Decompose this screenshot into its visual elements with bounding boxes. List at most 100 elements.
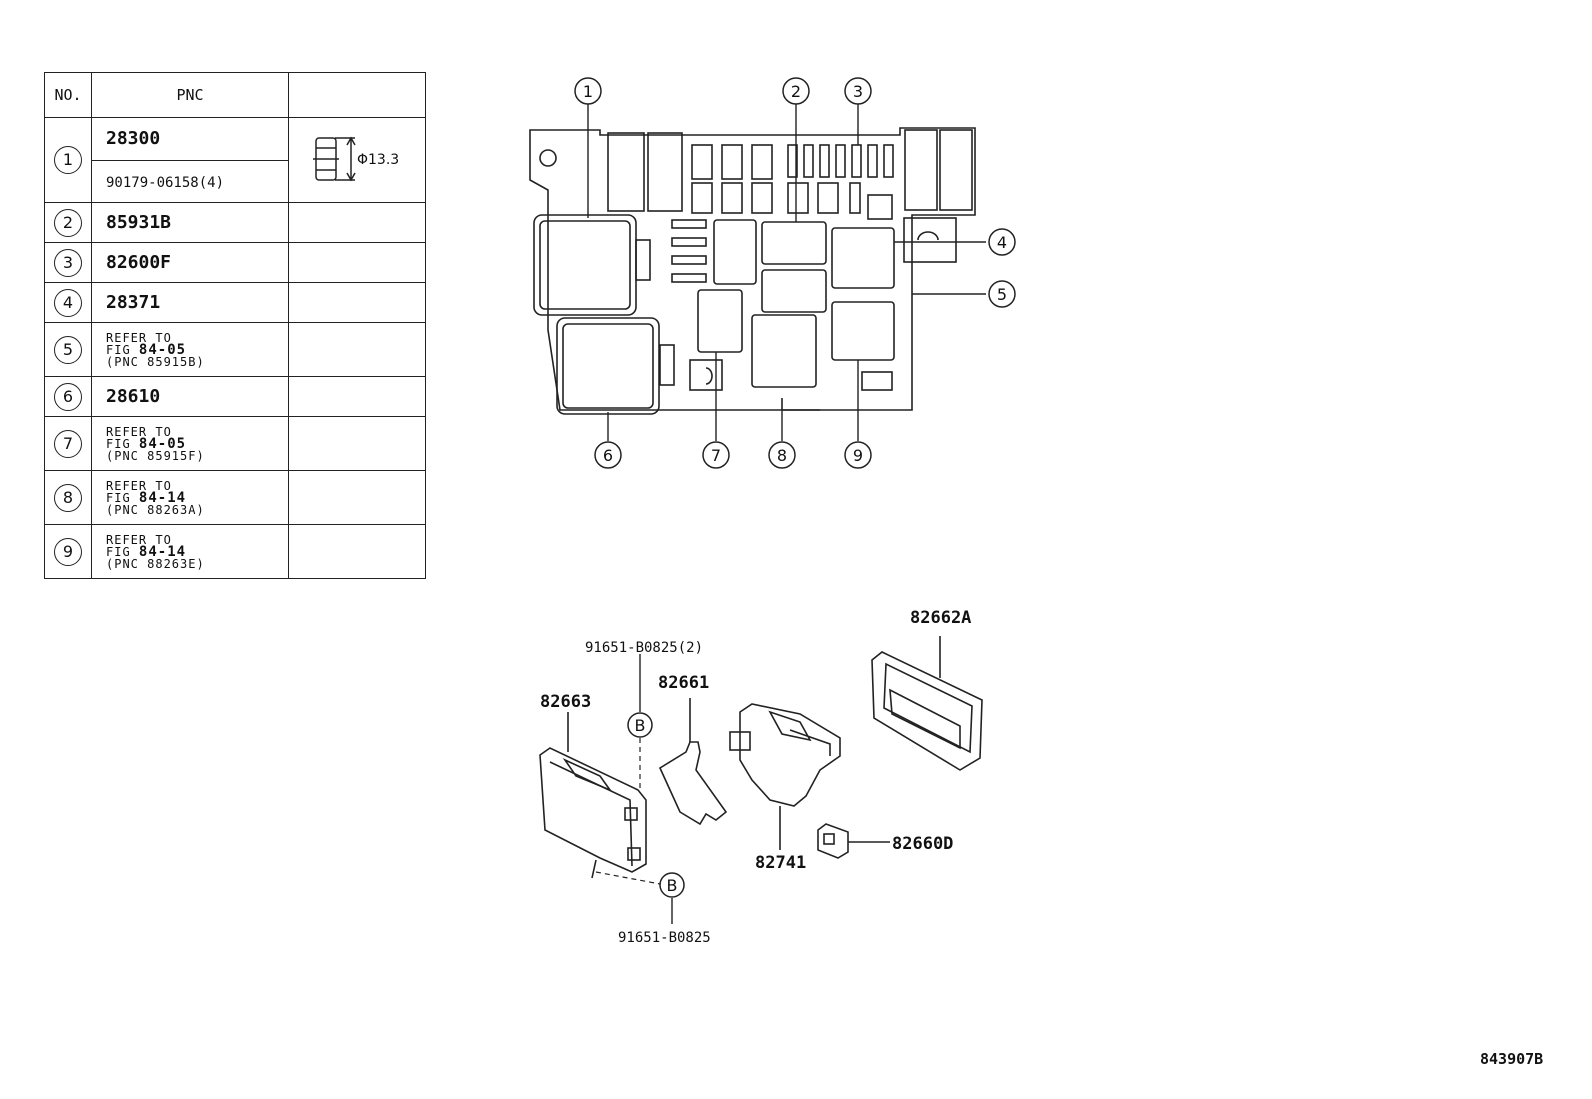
pnc-cell: 90179-06158(4) xyxy=(91,159,289,203)
reference-cell: REFER TO FIG 84-14 (PNC 88263A) xyxy=(91,470,289,525)
refer-to-text: REFER TO xyxy=(106,330,172,345)
callout-circle-8 xyxy=(768,441,796,469)
callout-8: 8 xyxy=(777,446,787,465)
row-number: 6 xyxy=(54,382,82,411)
callout-circle-4 xyxy=(988,228,1016,256)
bolt-marker-b-top: B xyxy=(635,716,646,735)
dimension-label: Φ13.3 xyxy=(357,152,399,168)
ref-pnc-text: (PNC 88263E) xyxy=(106,556,205,571)
pnc-cell: 85931B xyxy=(91,202,289,243)
callout-6: 6 xyxy=(603,446,613,465)
fig-prefix: FIG xyxy=(106,490,139,505)
row-number: 2 xyxy=(54,208,82,237)
relay-block-82741 xyxy=(729,703,841,850)
callout-2: 2 xyxy=(791,82,801,101)
row-number-cell: 4 xyxy=(44,282,92,323)
table-row: 5 REFER TO FIG 84-05 (PNC 85915B) xyxy=(44,322,426,377)
ref-pnc-text: (PNC 88263A) xyxy=(106,502,205,517)
reference-cell: REFER TO FIG 84-05 (PNC 85915B) xyxy=(91,322,289,377)
table-row: 90179-06158(4) xyxy=(45,159,426,203)
pnc-bolt-code: 90179-06158(4) xyxy=(106,174,225,191)
relay-block-top-view xyxy=(529,127,976,415)
table-row: 8 REFER TO FIG 84-14 (PNC 88263A) xyxy=(44,470,426,525)
ref-pnc-text: (PNC 85915B) xyxy=(106,354,205,369)
bolt-guides xyxy=(595,738,661,885)
row-number-cell: 1 xyxy=(44,117,92,203)
extra-cell xyxy=(288,524,426,579)
row-number: 7 xyxy=(54,429,82,458)
callout-5: 5 xyxy=(997,285,1007,304)
pnc-cell: 28371 xyxy=(91,282,289,323)
part-label-91651-B0825: 91651-B0825 xyxy=(618,930,711,946)
part-label-82663: 82663 xyxy=(540,692,591,712)
row-number: 8 xyxy=(54,483,82,512)
row-number: 4 xyxy=(54,288,82,317)
refer-to-text: REFER TO xyxy=(106,478,172,493)
pnc-code: 85931B xyxy=(106,212,172,233)
part-label-91651-B0825-2: 91651-B0825(2) xyxy=(585,640,703,656)
row-number-cell: 6 xyxy=(44,376,92,417)
fig-prefix: FIG xyxy=(106,436,139,451)
row-number: 3 xyxy=(54,248,82,277)
refer-to-text: REFER TO xyxy=(106,424,172,439)
callout-circle-2 xyxy=(782,77,810,105)
parts-table: NO. PNC 1 28300 Φ13.3 xyxy=(44,72,426,579)
header-no: NO. xyxy=(44,72,92,118)
header-pnc: PNC xyxy=(91,72,289,118)
pnc-code: 28371 xyxy=(106,292,161,313)
cover-82662A xyxy=(871,636,983,771)
ref-pnc-text: (PNC 85915F) xyxy=(106,448,205,463)
table-row: 4 28371 xyxy=(44,282,426,323)
exploded-parts xyxy=(539,636,983,879)
callout-circle-9 xyxy=(844,441,872,469)
relay-82660D xyxy=(817,823,890,859)
bolt-leaders xyxy=(639,654,673,924)
part-label-82661: 82661 xyxy=(658,673,709,693)
table-row: 3 82600F xyxy=(44,242,426,283)
row-number-cell: 7 xyxy=(44,416,92,471)
nut-icon: Φ13.3 xyxy=(313,136,399,182)
row-number: 1 xyxy=(54,146,82,174)
callout-leaders xyxy=(587,104,986,441)
bolt-circle-b-top xyxy=(627,712,653,738)
table-row: 9 REFER TO FIG 84-14 (PNC 88263E) xyxy=(44,524,426,579)
bracket-82663 xyxy=(539,712,647,879)
extra-cell xyxy=(288,242,426,283)
pnc-code: 28610 xyxy=(106,386,161,407)
callout-1: 1 xyxy=(583,82,593,101)
bolt-marker-b-bottom: B xyxy=(667,876,678,895)
callout-circle-6 xyxy=(594,441,622,469)
figure-id: 843907B xyxy=(1480,1050,1543,1068)
extra-cell xyxy=(288,282,426,323)
part-label-82741: 82741 xyxy=(755,853,806,873)
callout-4: 4 xyxy=(997,233,1007,252)
row-number-cell: 9 xyxy=(44,524,92,579)
fig-prefix: FIG xyxy=(106,342,139,357)
callout-circle-5 xyxy=(988,280,1016,308)
refer-to-text: REFER TO xyxy=(106,532,172,547)
table-row: 1 28300 Φ13.3 xyxy=(44,117,426,203)
fig-number: 84-14 xyxy=(138,543,187,560)
fig-number: 84-05 xyxy=(138,341,187,358)
extra-cell xyxy=(288,202,426,243)
pnc-cell: 82600F xyxy=(91,242,289,283)
callout-7: 7 xyxy=(711,446,721,465)
row-number: 9 xyxy=(54,537,82,566)
part-label-82660D: 82660D xyxy=(892,834,953,854)
callout-circles: 1 2 3 4 5 6 7 8 9 xyxy=(574,77,1016,469)
callout-circle-3 xyxy=(844,77,872,105)
pnc-code: 28300 xyxy=(106,128,161,150)
callout-circle-1 xyxy=(574,77,602,105)
fig-prefix: FIG xyxy=(106,544,139,559)
reference-cell: REFER TO FIG 84-14 (PNC 88263E) xyxy=(91,524,289,579)
fig-number: 84-05 xyxy=(138,435,187,452)
table-row: 2 85931B xyxy=(44,202,426,243)
reference-cell: REFER TO FIG 84-05 (PNC 85915F) xyxy=(91,416,289,471)
table-row: 6 28610 xyxy=(44,376,426,417)
pnc-code: 82600F xyxy=(106,252,172,273)
row-number-cell: 3 xyxy=(44,242,92,283)
table-header-row: NO. PNC xyxy=(44,72,426,118)
callout-9: 9 xyxy=(853,446,863,465)
nut-illustration-cell: Φ13.3 xyxy=(288,117,426,203)
